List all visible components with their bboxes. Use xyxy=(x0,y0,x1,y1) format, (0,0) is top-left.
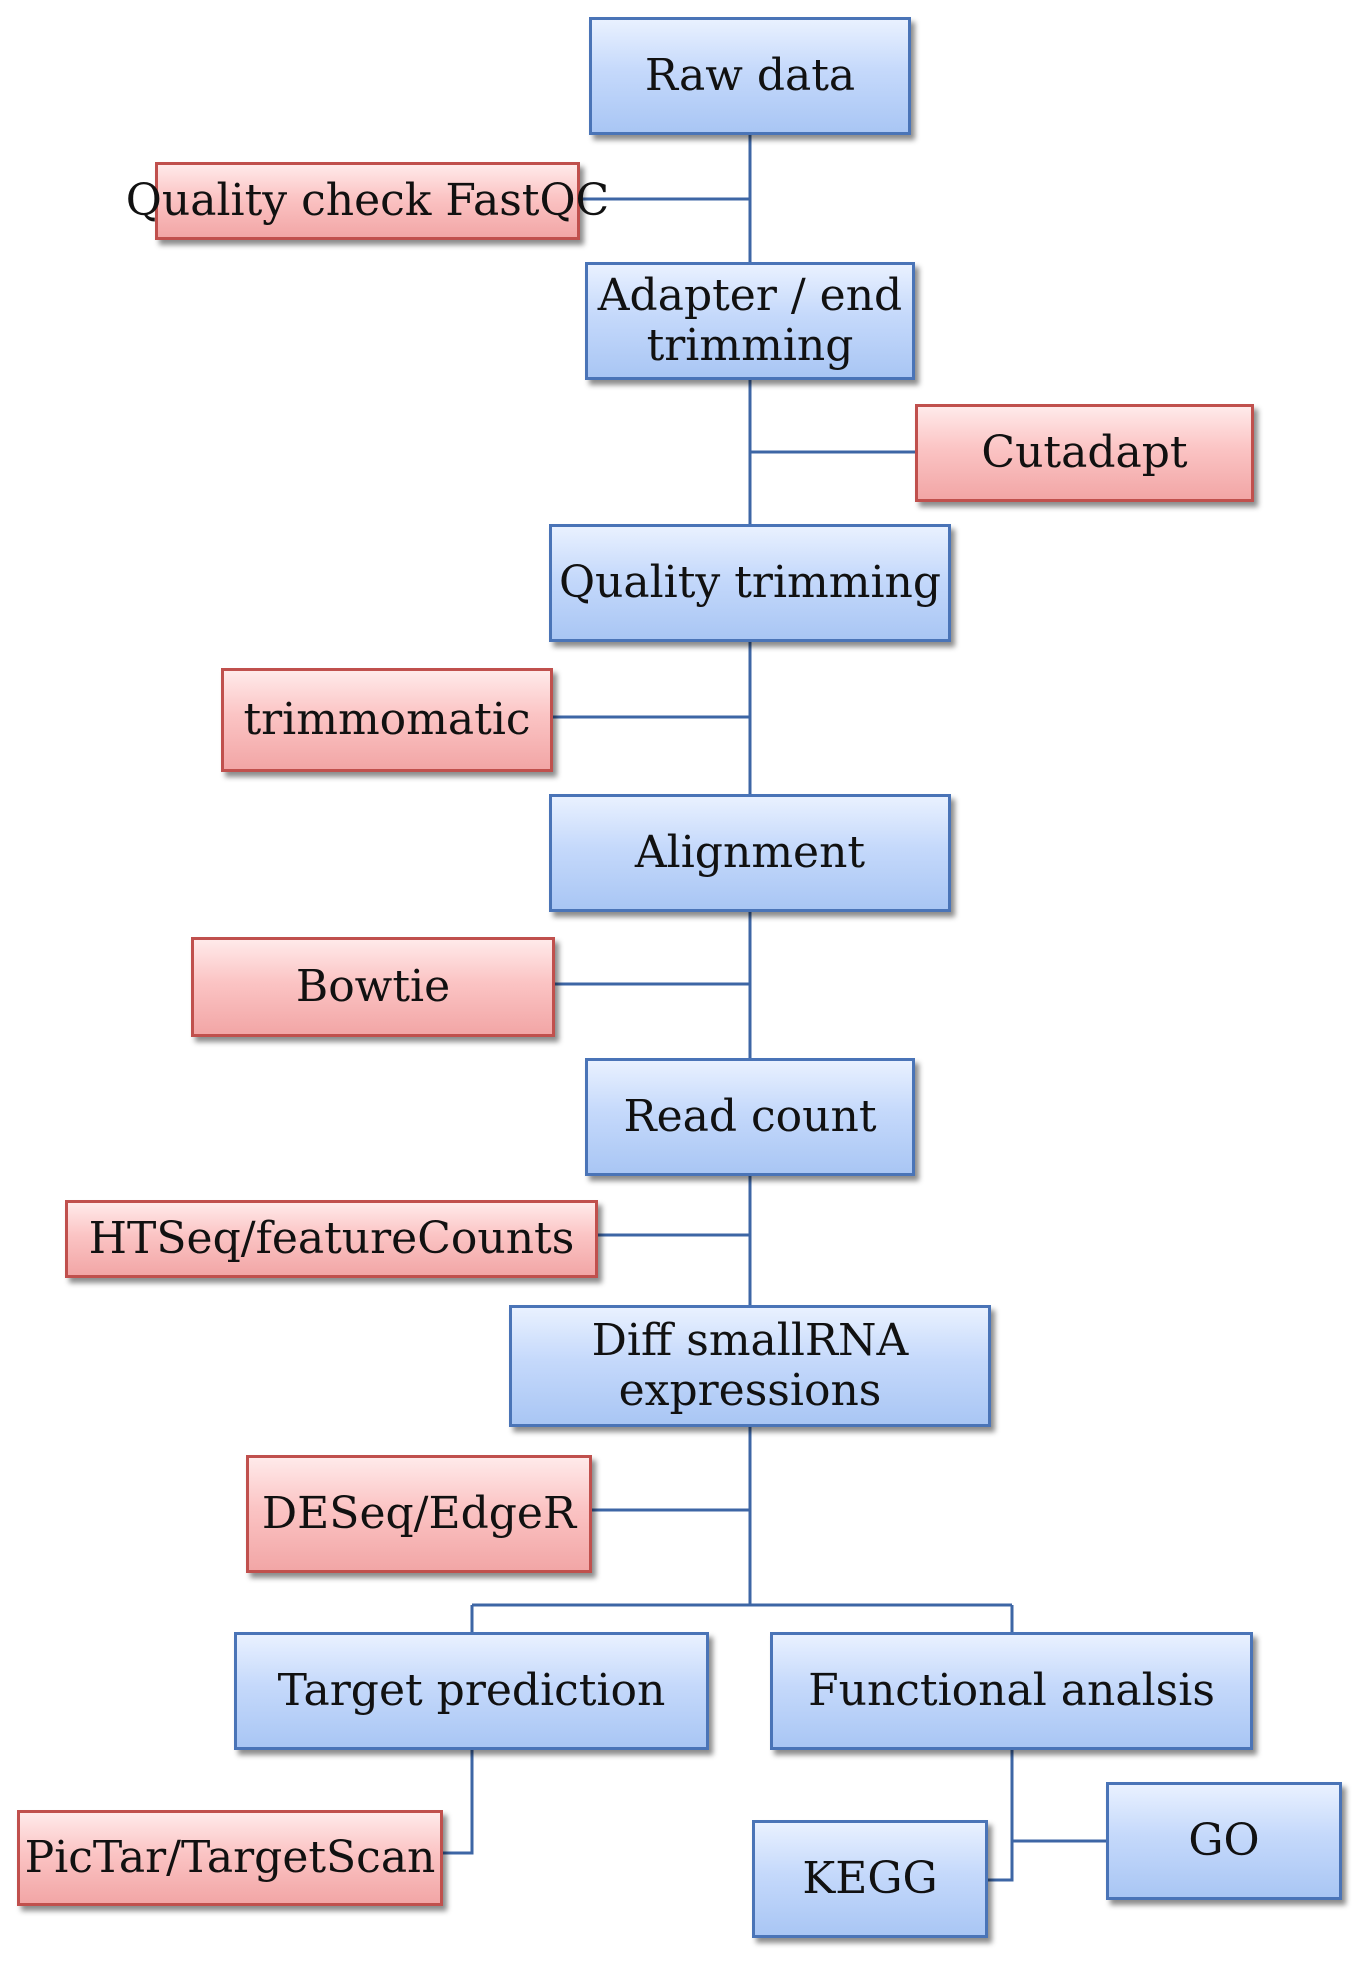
step-kegg: KEGG xyxy=(752,1820,988,1938)
step-kegg-label: KEGG xyxy=(802,1853,938,1904)
step-read-count: Read count xyxy=(585,1058,915,1176)
step-read-count-label: Read count xyxy=(623,1091,877,1142)
tool-pictar: PicTar/TargetScan xyxy=(17,1810,443,1906)
tool-htseq-label: HTSeq/featureCounts xyxy=(88,1213,575,1264)
step-raw-data-label: Raw data xyxy=(644,50,856,101)
tool-cutadapt-label: Cutadapt xyxy=(981,427,1188,478)
tool-pictar-label: PicTar/TargetScan xyxy=(24,1832,436,1883)
step-diff-expression: Diff smallRNA expressions xyxy=(509,1305,991,1427)
step-raw-data: Raw data xyxy=(589,17,911,135)
tool-fastqc-label: Quality check FastQC xyxy=(125,175,610,226)
step-adapter-trimming: Adapter / end trimming xyxy=(585,262,915,380)
tool-bowtie: Bowtie xyxy=(191,937,555,1037)
tool-htseq: HTSeq/featureCounts xyxy=(65,1200,598,1278)
tool-cutadapt: Cutadapt xyxy=(915,404,1254,502)
step-alignment: Alignment xyxy=(549,794,951,912)
tool-trimmomatic: trimmomatic xyxy=(221,668,553,772)
step-target-prediction: Target prediction xyxy=(234,1632,709,1750)
step-target-prediction-label: Target prediction xyxy=(277,1665,666,1716)
step-alignment-label: Alignment xyxy=(634,827,866,878)
kegg-connector xyxy=(988,1750,1014,1882)
pictar-connector xyxy=(443,1750,474,1855)
tool-bowtie-label: Bowtie xyxy=(295,961,451,1012)
step-go: GO xyxy=(1106,1782,1342,1900)
tool-deseq: DESeq/EdgeR xyxy=(246,1455,592,1573)
step-functional-analysis-label: Functional analsis xyxy=(808,1665,1215,1716)
step-adapter-trimming-label: Adapter / end trimming xyxy=(597,270,903,371)
step-functional-analysis: Functional analsis xyxy=(770,1632,1253,1750)
tool-trimmomatic-label: trimmomatic xyxy=(243,694,531,745)
step-go-label: GO xyxy=(1188,1815,1260,1866)
tool-fastqc: Quality check FastQC xyxy=(126,162,609,240)
step-quality-trimming: Quality trimming xyxy=(549,524,951,642)
step-quality-trimming-label: Quality trimming xyxy=(558,557,942,608)
step-diff-expression-label: Diff smallRNA expressions xyxy=(591,1315,909,1416)
tool-deseq-label: DESeq/EdgeR xyxy=(261,1488,577,1539)
